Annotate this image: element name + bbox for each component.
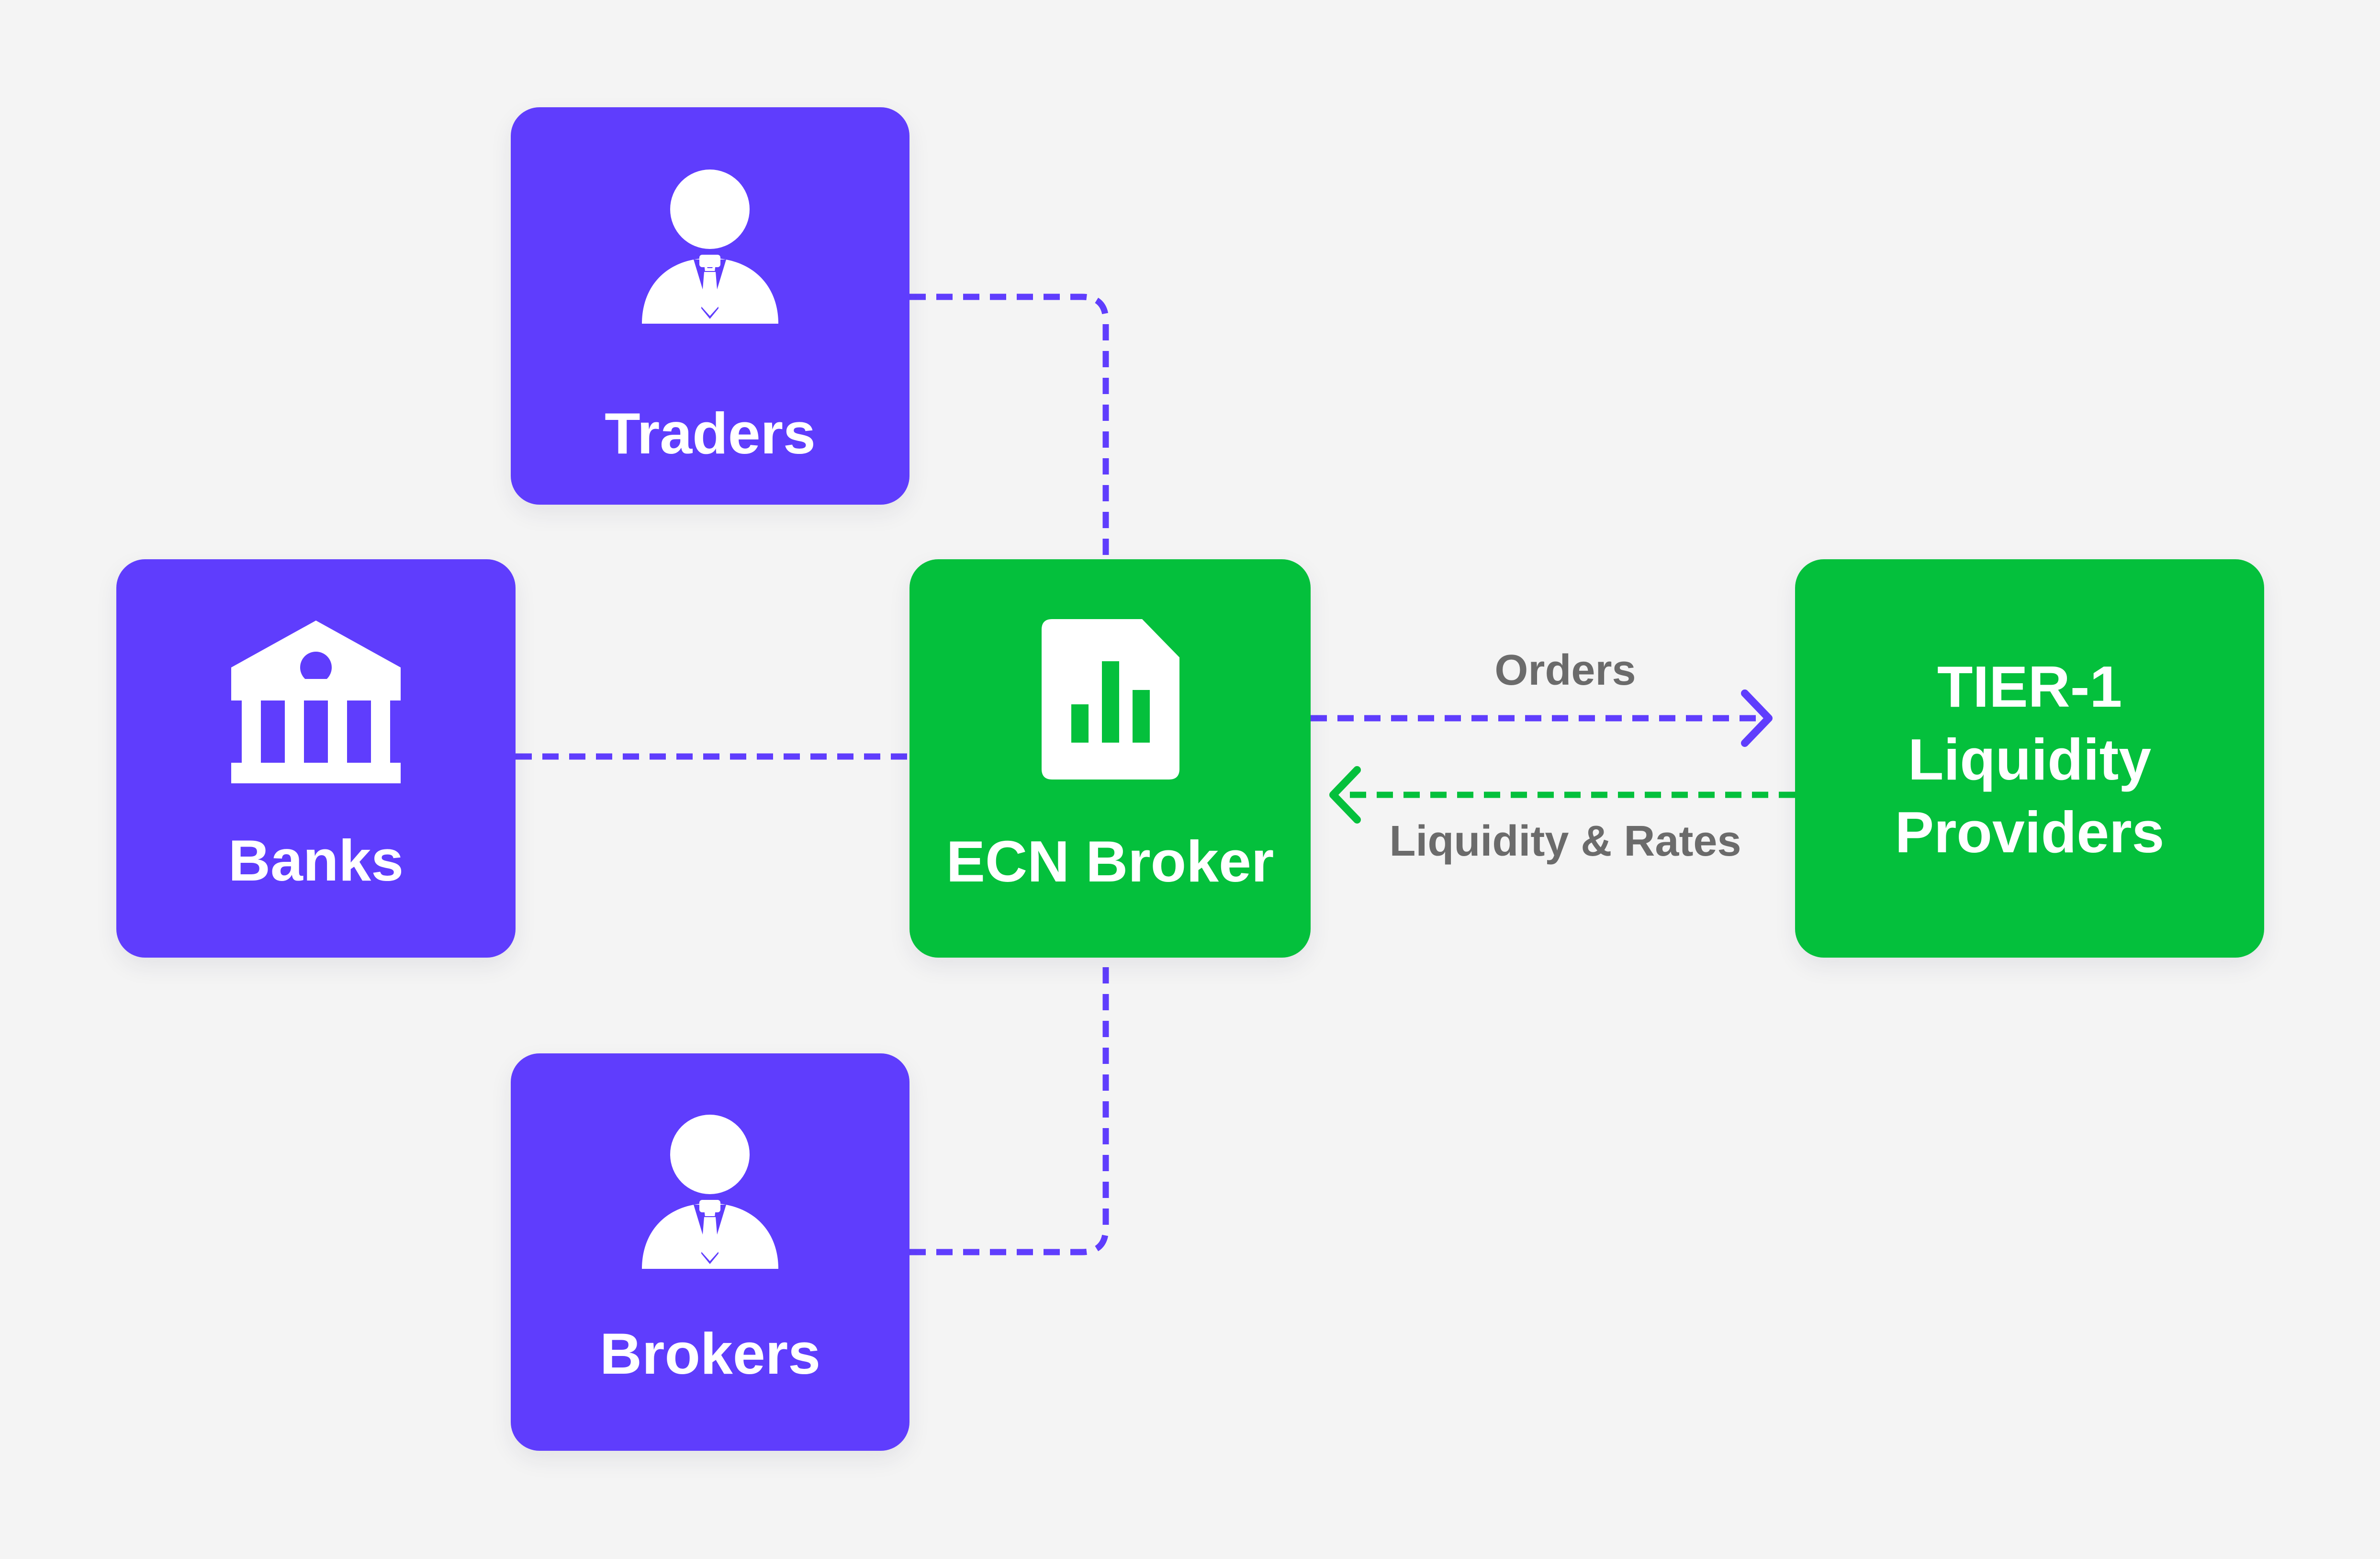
- traders-to-ecn-connector: [909, 294, 1109, 559]
- ecn-broker-node: ECN Broker: [909, 559, 1311, 958]
- brokers-label: Brokers: [599, 1321, 821, 1386]
- person-with-tie-icon: [642, 169, 778, 324]
- tier1-label-line-2: Liquidity: [1908, 727, 2152, 792]
- orders-arrowhead: [1741, 689, 1773, 747]
- orders-label: Orders: [1494, 646, 1636, 694]
- liquidity-rates-label: Liquidity & Rates: [1389, 817, 1741, 865]
- traders-label: Traders: [605, 401, 816, 466]
- person-with-tie-icon: [642, 1115, 778, 1269]
- tier1-liquidity-providers-node: TIER-1 Liquidity Providers: [1795, 559, 2264, 958]
- tier1-label-line-1: TIER-1: [1937, 654, 2122, 719]
- traders-node: Traders: [511, 107, 909, 505]
- banks-label: Banks: [228, 828, 404, 893]
- tier1-label-line-3: Providers: [1895, 800, 2165, 865]
- banks-node: Banks: [116, 559, 516, 958]
- brokers-to-ecn-connector: [909, 958, 1109, 1255]
- tier1-label: TIER-1 Liquidity Providers: [1795, 650, 2264, 869]
- brokers-node: Brokers: [511, 1053, 909, 1451]
- liquidity-arrowhead: [1329, 766, 1361, 824]
- bank-building-icon: [231, 621, 401, 783]
- report-chart-icon: [1042, 619, 1179, 780]
- ecn-broker-label: ECN Broker: [946, 829, 1274, 894]
